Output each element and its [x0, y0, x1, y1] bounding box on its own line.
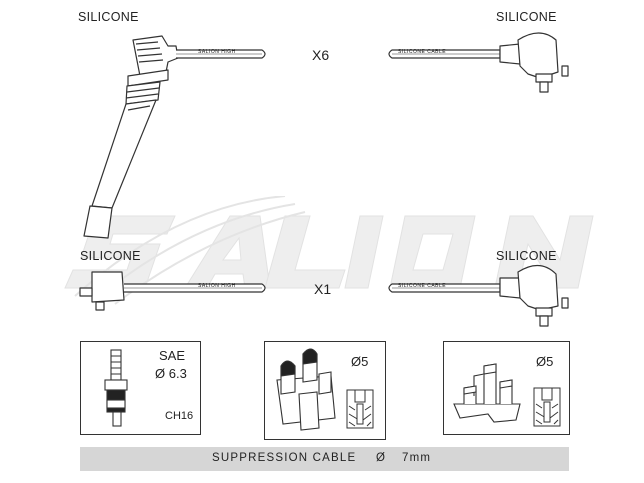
distributor-cap-icon: [453, 363, 521, 423]
silicone-label-top-left: SILICONE: [78, 10, 139, 24]
diameter-symbol: Ø: [376, 452, 387, 464]
salion-watermark: [64, 196, 594, 305]
quantity-mid: X1: [314, 281, 332, 297]
coil-terminal-box: Ø5: [264, 341, 386, 440]
silicone-label-mid-left: SILICONE: [80, 249, 141, 263]
wire-print-mid-left: SALION HIGH: [198, 283, 236, 289]
plug-diameter: Ø 6.3: [155, 366, 187, 381]
spark-plug-box: SAE Ø 6.3 CH16: [80, 341, 201, 435]
silicone-label-mid-right: SILICONE: [496, 249, 557, 263]
suppression-cable-bar: SUPPRESSION CABLE Ø 7mm: [80, 447, 569, 471]
plug-boot-top-left: [83, 35, 179, 239]
silicone-label-top-right: SILICONE: [496, 10, 557, 24]
distributor-boot-top-right: [499, 32, 569, 93]
coil-diameter: Ø5: [351, 354, 369, 369]
distributor-cap-box: Ø5: [443, 341, 570, 435]
coil-terminal-icon: [276, 348, 336, 431]
wire-print-mid-right: SILICONE CABLE: [398, 283, 447, 289]
cable-size: 7mm: [402, 452, 432, 464]
plug-code: CH16: [165, 410, 194, 422]
coil-boot-mid-left: [79, 271, 125, 311]
wire-print-top-left: SALION HIGH: [198, 49, 236, 55]
coil-socket-section-icon: [346, 389, 374, 429]
distributor-diameter: Ø5: [536, 354, 554, 369]
quantity-top: X6: [312, 47, 330, 63]
distributor-boot-mid-right: [499, 264, 569, 327]
distributor-socket-section-icon: [533, 387, 561, 427]
wire-print-top-right: SILICONE CABLE: [398, 49, 447, 55]
suppression-cable-label: SUPPRESSION CABLE: [212, 452, 357, 464]
spark-plug-icon: [104, 349, 128, 427]
plug-standard: SAE: [159, 348, 186, 363]
